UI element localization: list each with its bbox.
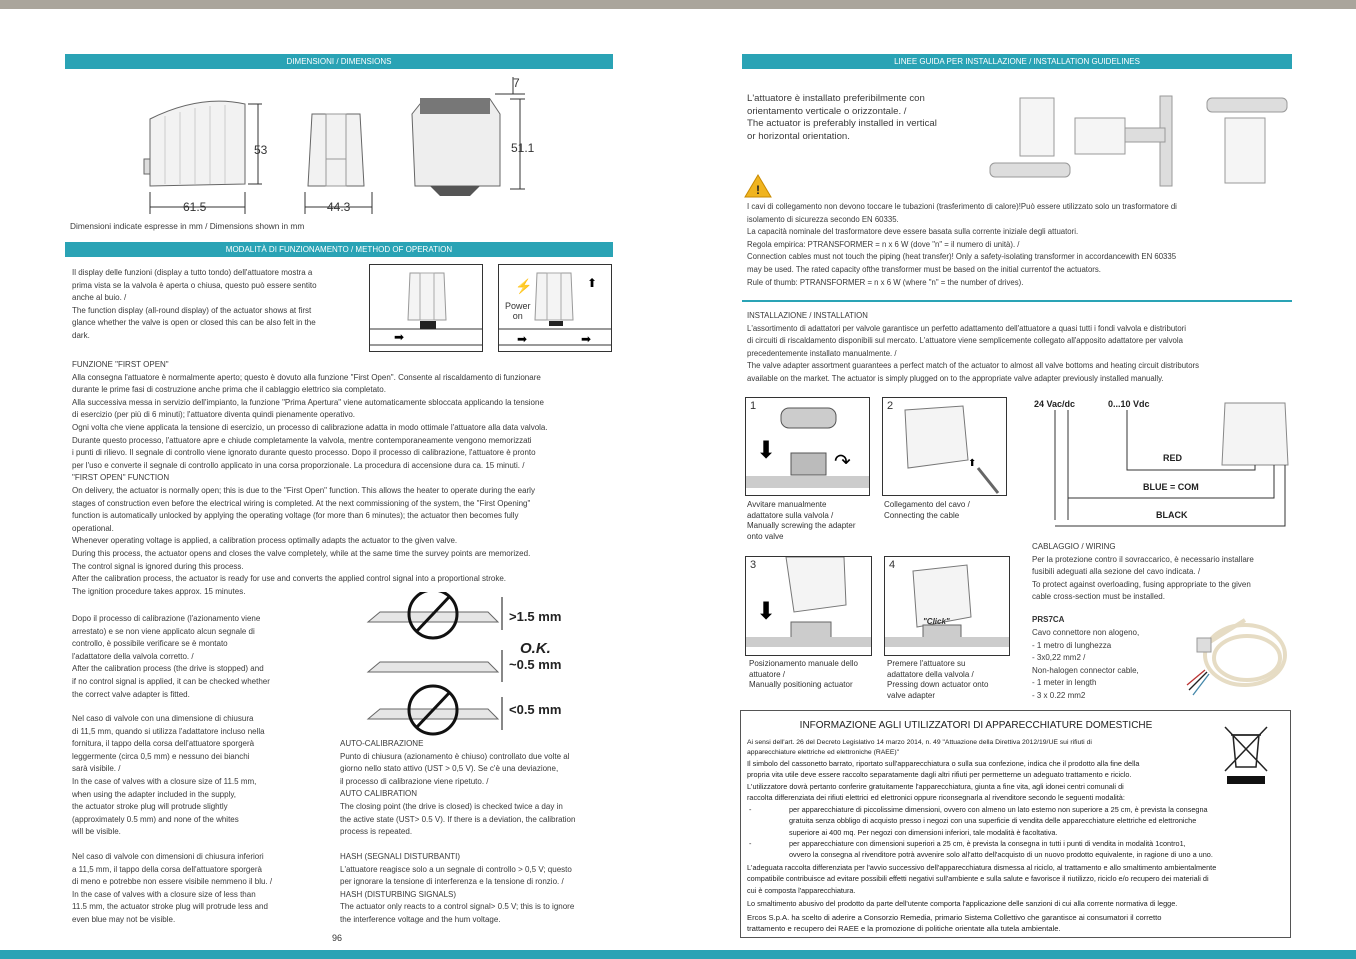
dim-height-front: 53 bbox=[254, 143, 268, 157]
dimensions-drawing bbox=[143, 77, 525, 214]
page-number: 96 bbox=[332, 933, 343, 943]
closure-less-text: Nel caso di valvole con dimensioni di ch… bbox=[72, 852, 273, 924]
gap-ok-label: O.K. bbox=[520, 640, 551, 657]
dims-caption: Dimensioni indicate espresse in mm / Dim… bbox=[70, 221, 305, 231]
gap-too-high-label: >1.5 mm bbox=[509, 609, 562, 624]
auto-calibration-text: AUTO-CALIBRAZIONE Punto di chiusura (azi… bbox=[340, 739, 576, 837]
orientation-text: L'attuatore è installato preferibilmente… bbox=[747, 93, 937, 143]
weee-info-box: INFORMAZIONE AGLI UTILIZZATORI DI APPARE… bbox=[740, 710, 1291, 938]
dim-width-side: 61.5 bbox=[183, 200, 207, 214]
weee-consortium: Ercos S.p.A. ha scelto di aderire a Cons… bbox=[747, 913, 1162, 933]
svg-text:➡: ➡ bbox=[517, 332, 527, 346]
dimensions-header: DIMENSIONI / DIMENSIONS bbox=[65, 54, 613, 69]
installation-text: INSTALLAZIONE / INSTALLATION L'assortime… bbox=[747, 311, 1200, 383]
hash-text: HASH (SEGNALI DISTURBANTI) L'attuatore r… bbox=[340, 852, 575, 924]
step-3-number: 3 bbox=[750, 559, 757, 571]
svg-text:⚡: ⚡ bbox=[515, 278, 532, 295]
wire-blue-label: BLUE = COM bbox=[1143, 482, 1199, 492]
step-4-illustration: 4 "Click" bbox=[884, 556, 1010, 656]
closure-11-5-text: Nel caso di valvole con una dimensione d… bbox=[72, 714, 265, 837]
step-4-caption: Premere l'attuatore su adattatore della … bbox=[887, 659, 989, 700]
svg-text:➡: ➡ bbox=[581, 332, 591, 346]
valve-open-illustration: ➡ ➡ ⬆ ⚡ Power on bbox=[498, 264, 612, 352]
valve-gap-illustration bbox=[366, 592, 503, 736]
orientation-photos bbox=[989, 95, 1288, 187]
power-on-label: Power on bbox=[505, 301, 531, 321]
svg-text:!: ! bbox=[756, 183, 760, 197]
svg-text:⬆: ⬆ bbox=[587, 276, 597, 290]
top-bar bbox=[0, 0, 1356, 9]
weee-intro: Ai sensi dell'art. 26 del Decreto Legisl… bbox=[747, 739, 1092, 756]
step-2-caption: Collegamento del cavo / Connecting the c… bbox=[884, 500, 970, 520]
svg-text:➡: ➡ bbox=[394, 330, 404, 344]
gap-too-low-label: <0.5 mm bbox=[509, 702, 562, 717]
valve-closed-illustration: ➡ bbox=[369, 264, 483, 352]
step-3-illustration: ⬇ 3 bbox=[745, 556, 872, 656]
step-1-caption: Avvitare manualmente adattatore sulla va… bbox=[747, 500, 856, 541]
guidelines-header: LINEE GUIDA PER INSTALLAZIONE / INSTALLA… bbox=[742, 54, 1292, 69]
step-1-illustration: ⬇ ↷ 1 bbox=[745, 397, 870, 496]
cable-code: PRS7CA bbox=[1032, 615, 1065, 624]
dim-top-offset: 7 bbox=[513, 76, 520, 90]
weee-bullet-1: per apparecchiature di piccolissime dime… bbox=[789, 805, 1208, 837]
step-2-number: 2 bbox=[887, 400, 894, 412]
cable-text: Cavo connettore non alogeno, - 1 metro d… bbox=[1032, 628, 1140, 700]
wiring-diagram bbox=[1054, 402, 1289, 527]
step-4-number: 4 bbox=[889, 559, 896, 571]
svg-text:⬇: ⬇ bbox=[756, 437, 776, 464]
warning-text: I cavi di collegamento non devono toccar… bbox=[747, 202, 1177, 287]
weee-body: Il simbolo del cassonetto barrato, ripor… bbox=[747, 759, 1140, 802]
step-2-illustration: ⬆ 2 bbox=[882, 397, 1007, 496]
dim-width-front: 44.3 bbox=[327, 200, 351, 214]
step-1-number: 1 bbox=[750, 400, 757, 412]
wiring-supply-label: 24 Vac/dc bbox=[1034, 399, 1076, 409]
bullet-2-mark: - bbox=[749, 839, 752, 848]
warning-icon: ! bbox=[744, 174, 772, 198]
wire-black-label: BLACK bbox=[1156, 510, 1188, 520]
svg-text:⬆: ⬆ bbox=[968, 458, 976, 469]
step-3-caption: Posizionamento manuale dello attuatore /… bbox=[749, 659, 858, 689]
weee-sanctions: Lo smaltimento abusivo del prodotto da p… bbox=[747, 899, 1178, 908]
dim-height-total: 51.1 bbox=[511, 141, 535, 155]
svg-text:↷: ↷ bbox=[834, 451, 851, 473]
first-open-text: FUNZIONE "FIRST OPEN" Alla consegna l'at… bbox=[72, 360, 548, 596]
svg-text:⬇: ⬇ bbox=[756, 598, 776, 625]
gap-ok-value: ~0.5 mm bbox=[509, 657, 562, 672]
wiring-signal-label: 0...10 Vdc bbox=[1108, 399, 1150, 409]
weee-title: INFORMAZIONE AGLI UTILIZZATORI DI APPARE… bbox=[799, 720, 1153, 731]
display-text: Il display delle funzioni (display a tut… bbox=[72, 268, 317, 340]
weee-recycling: L'adeguata raccolta differenziata per l'… bbox=[747, 863, 1217, 895]
wire-red-label: RED bbox=[1163, 453, 1183, 463]
bullet-1-mark: - bbox=[749, 805, 752, 814]
bottom-bar bbox=[0, 950, 1356, 959]
crossed-bin-icon bbox=[1224, 726, 1268, 784]
cable-photo bbox=[1186, 618, 1287, 696]
section-divider bbox=[742, 300, 1292, 302]
wiring-text: CABLAGGIO / WIRING Per la protezione con… bbox=[1032, 542, 1254, 602]
after-calibration-text: Dopo il processo di calibrazione (l'azio… bbox=[72, 614, 270, 699]
operation-header: MODALITÀ DI FUNZIONAMENTO / METHOD OF OP… bbox=[65, 242, 613, 257]
weee-bullet-2: per apparecchiature con dimensioni super… bbox=[789, 839, 1213, 860]
click-label: "Click" bbox=[923, 617, 950, 626]
